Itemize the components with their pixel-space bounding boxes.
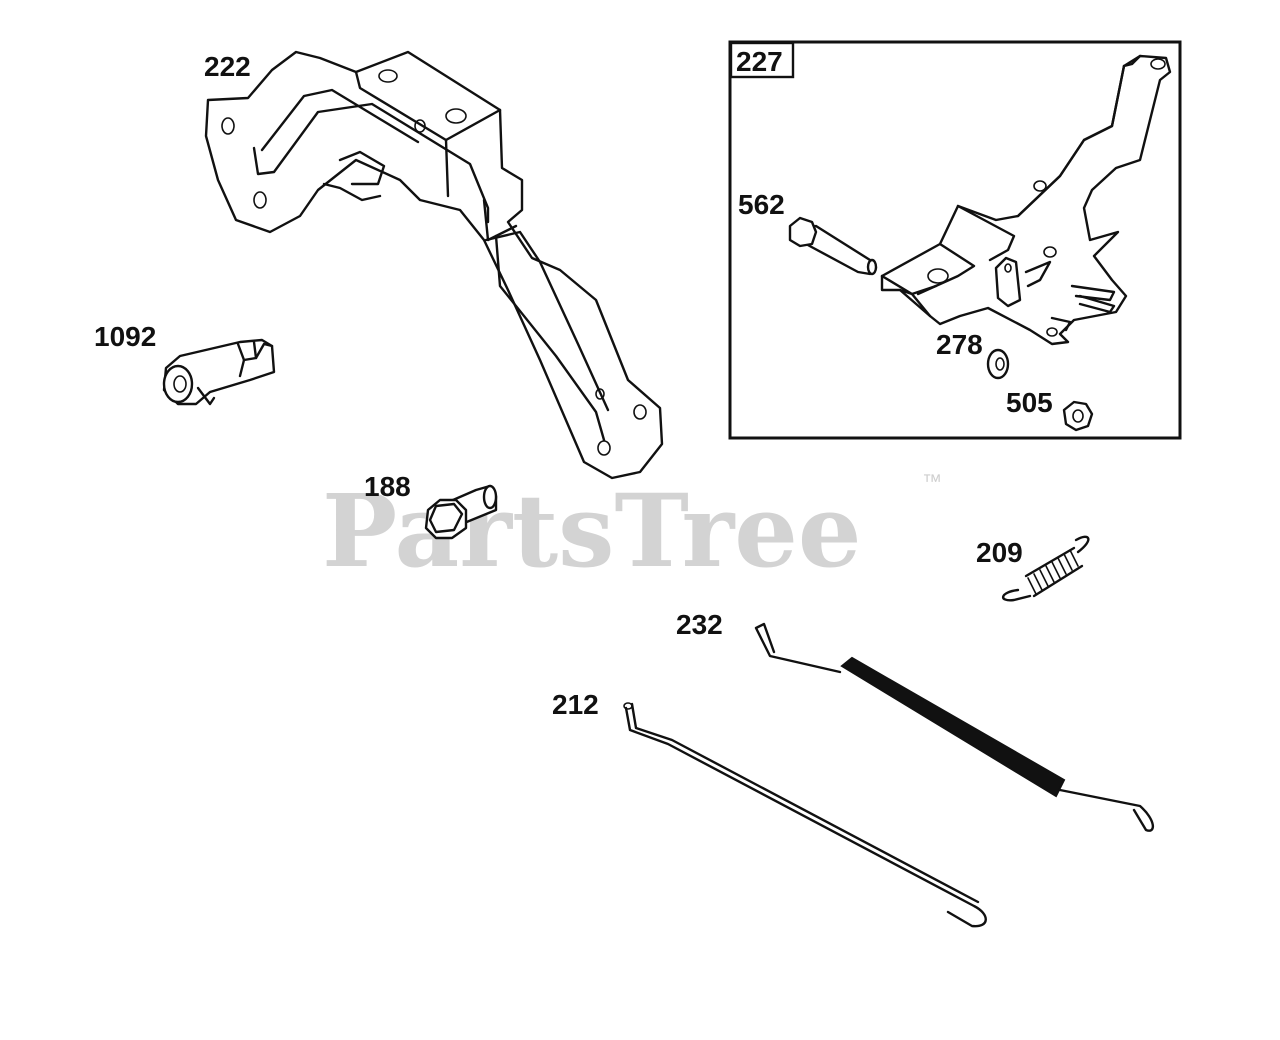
part-1092-clip[interactable]	[162, 338, 276, 406]
label-188[interactable]: 188	[364, 471, 411, 502]
label-209[interactable]: 209	[976, 537, 1023, 568]
inset-227: 227 562	[728, 40, 1182, 440]
label-1092[interactable]: 1092	[94, 321, 156, 352]
label-212[interactable]: 212	[552, 689, 599, 720]
label-227[interactable]: 227	[736, 46, 783, 77]
part-212-rod[interactable]	[623, 702, 987, 928]
part-562-pin[interactable]	[788, 216, 878, 276]
part-232-spring[interactable]	[754, 622, 1154, 832]
label-505[interactable]: 505	[1006, 387, 1053, 418]
watermark: PartsTree ™	[322, 471, 942, 590]
part-278-washer[interactable]	[986, 348, 1010, 380]
part-505-nut[interactable]	[1062, 400, 1094, 432]
part-188-bolt[interactable]	[424, 484, 498, 540]
label-232[interactable]: 232	[676, 609, 723, 640]
part-227-lever-assembly[interactable]	[880, 54, 1172, 346]
inset-frame	[728, 40, 1182, 440]
watermark-text: PartsTree	[322, 472, 862, 590]
part-222-bracket[interactable]	[204, 50, 664, 480]
inset-label-box	[729, 41, 795, 79]
part-209-spring[interactable]	[1002, 535, 1090, 602]
label-222[interactable]: 222	[204, 51, 251, 82]
label-278[interactable]: 278	[936, 329, 983, 360]
label-562[interactable]: 562	[738, 189, 785, 220]
watermark-trademark: ™	[922, 471, 942, 493]
